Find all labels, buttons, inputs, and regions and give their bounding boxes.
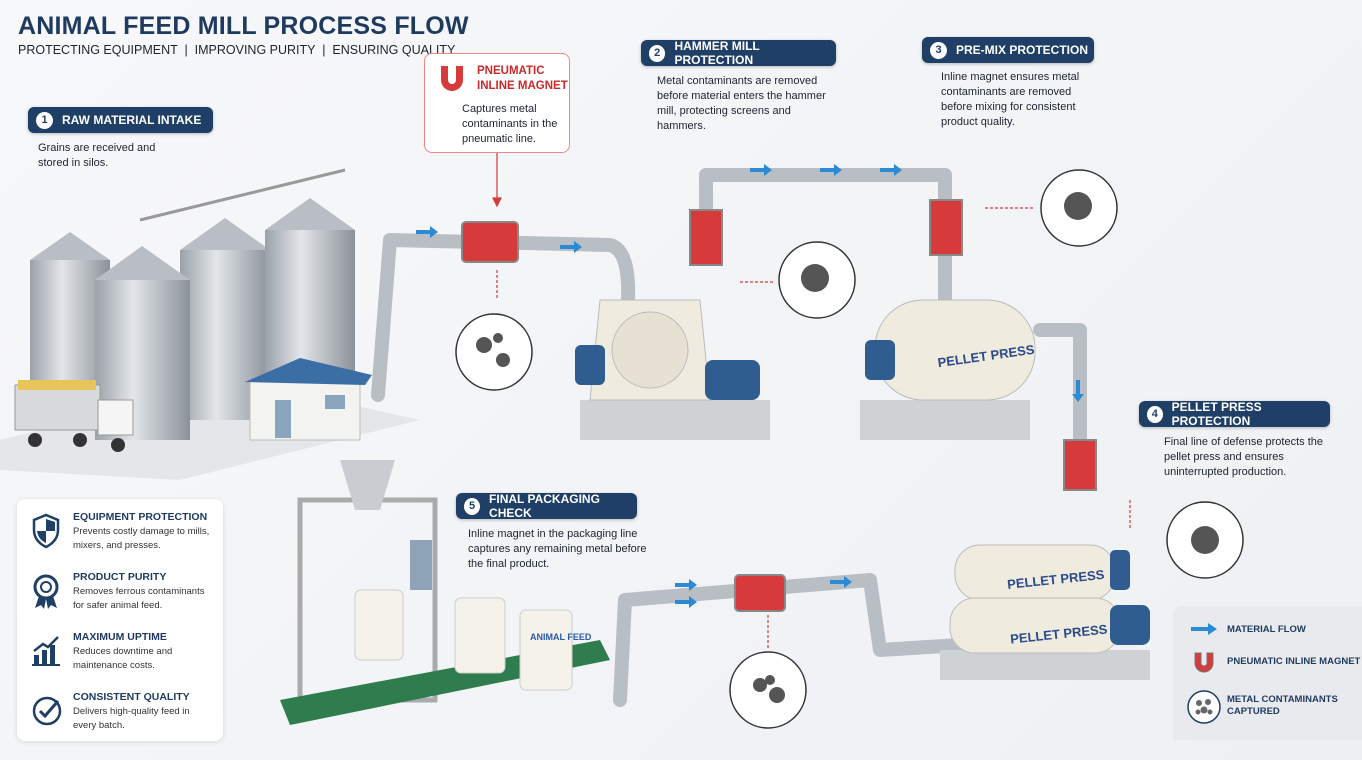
step-number: 1 bbox=[36, 111, 53, 129]
benefit-description: Reduces downtime and maintenance costs. bbox=[73, 646, 173, 671]
benefit-product-purity: PRODUCT PURITY Removes ferrous contaminan… bbox=[17, 569, 223, 627]
step-number: 4 bbox=[1147, 405, 1163, 423]
mixer bbox=[860, 299, 1036, 440]
step-title: PRE-MIX PROTECTION bbox=[956, 43, 1089, 57]
truck bbox=[14, 380, 134, 452]
step-1-description: Grains are received and stored in silos. bbox=[38, 142, 156, 169]
bar-chart-growth-icon bbox=[32, 636, 60, 666]
step-3-badge: 3 PRE-MIX PROTECTION bbox=[922, 37, 1094, 63]
flow-arrows bbox=[416, 164, 1084, 608]
arrow-right-icon bbox=[1191, 623, 1217, 635]
benefit-title: CONSISTENT QUALITY bbox=[73, 691, 190, 703]
benefit-maximum-uptime: MAXIMUM UPTIME Reduces downtime and maint… bbox=[17, 629, 223, 687]
page-title: ANIMAL FEED MILL PROCESS FLOW bbox=[18, 12, 469, 40]
benefit-description: Prevents costly damage to mills, mixers,… bbox=[73, 526, 210, 551]
step-2-badge: 2 HAMMER MILL PROTECTION bbox=[641, 39, 836, 67]
step-number: 3 bbox=[930, 41, 947, 59]
hammer-mill bbox=[575, 299, 770, 440]
benefit-description: Removes ferrous contaminants for safer a… bbox=[73, 586, 205, 611]
pneumatic-magnet-callout: PNEUMATIC INLINE MAGNET Captures metal co… bbox=[424, 53, 570, 153]
benefit-title: MAXIMUM UPTIME bbox=[73, 631, 167, 643]
callout-title-line2: INLINE MAGNET bbox=[477, 80, 568, 92]
callout-title-line1: PNEUMATIC bbox=[477, 65, 545, 77]
page-subtitle: PROTECTING EQUIPMENT | IMPROVING PURITY … bbox=[18, 43, 456, 57]
step-number: 5 bbox=[464, 497, 481, 515]
legend-material-flow: MATERIAL FLOW bbox=[1227, 624, 1306, 635]
legend: MATERIAL FLOW PNEUMATIC INLINE MAGNET ME… bbox=[1173, 606, 1362, 740]
benefit-description: Delivers high-quality feed in every batc… bbox=[73, 706, 190, 731]
step-4-badge: 4 PELLET PRESS PROTECTION bbox=[1139, 400, 1330, 428]
step-1-badge: 1 RAW MATERIAL INTAKE bbox=[28, 107, 213, 133]
horseshoe-magnet-icon bbox=[1194, 652, 1214, 673]
step-number: 2 bbox=[649, 44, 666, 62]
building bbox=[245, 358, 372, 441]
award-ribbon-icon bbox=[33, 574, 59, 609]
callout-leaders bbox=[492, 153, 1131, 650]
benefit-equipment-protection: EQUIPMENT PROTECTION Prevents costly dama… bbox=[17, 509, 223, 567]
packaging-machine bbox=[280, 460, 610, 725]
step-4-description: Final line of defense protects the pelle… bbox=[1164, 436, 1323, 478]
inline-magnets bbox=[461, 199, 1097, 612]
shield-icon bbox=[32, 513, 60, 549]
legend-pneumatic-magnet: PNEUMATIC INLINE MAGNET bbox=[1227, 656, 1361, 667]
bag-label: ANIMAL FEED bbox=[530, 632, 592, 642]
step-title: RAW MATERIAL INTAKE bbox=[62, 113, 202, 127]
benefit-consistent-quality: CONSISTENT QUALITY Delivers high-quality … bbox=[17, 689, 223, 747]
step-5-badge: 5 FINAL PACKAGING CHECK bbox=[456, 492, 637, 520]
step-title: HAMMER MILL PROTECTION bbox=[674, 39, 760, 67]
metal-fragments bbox=[476, 192, 1219, 703]
horseshoe-magnet-icon bbox=[441, 66, 463, 91]
step-5-description: Inline magnet in the packaging line capt… bbox=[468, 528, 647, 570]
benefit-title: PRODUCT PURITY bbox=[73, 571, 167, 583]
check-circle-icon bbox=[32, 696, 62, 726]
legend-metal-contaminants: METAL CONTAMINANTS CAPTURED bbox=[1227, 694, 1338, 717]
metal-contaminants-icon bbox=[1187, 690, 1221, 724]
pipework bbox=[371, 168, 1087, 707]
step-3-description: Inline magnet ensures metal contaminants… bbox=[941, 71, 1080, 128]
step-title: FINAL PACKAGING CHECK bbox=[489, 492, 600, 520]
benefit-title: EQUIPMENT PROTECTION bbox=[73, 511, 208, 523]
step-2-description: Metal contaminants are removed before ma… bbox=[657, 75, 826, 132]
pellet-press bbox=[940, 544, 1150, 680]
callout-description: Captures metal contaminants in the pneum… bbox=[462, 103, 558, 145]
step-title: PELLET PRESS PROTECTION bbox=[1171, 400, 1262, 428]
benefits-panel: EQUIPMENT PROTECTION Prevents costly dama… bbox=[17, 499, 223, 741]
